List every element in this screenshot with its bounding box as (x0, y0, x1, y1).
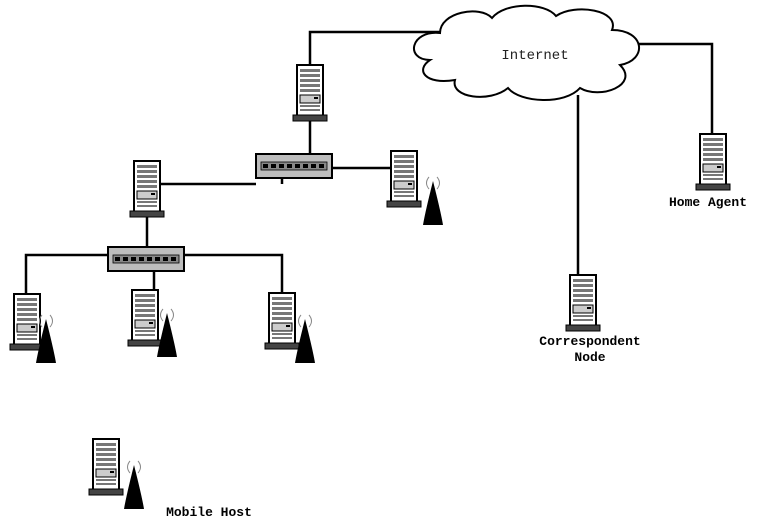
correspondent-node-label-line2: Node (574, 350, 605, 365)
lower-switch-to-ap3-link (185, 253, 284, 294)
home-agent-label: Home Agent (669, 195, 747, 210)
internet-label: Internet (501, 48, 568, 64)
access-point-server-3 (264, 292, 300, 350)
antenna-icon (294, 314, 316, 364)
antenna-icon (422, 176, 444, 226)
mobile-host-label: Mobile Host (166, 505, 252, 519)
correspondent-node-label-line1: Correspondent (539, 334, 640, 349)
access-point-server-1 (9, 293, 45, 351)
right-access-point-server (386, 150, 422, 208)
antenna-icon (156, 308, 178, 358)
switch-to-right-ap-link (333, 166, 394, 176)
mobile-host-server (88, 438, 124, 496)
lower-switch-to-ap1-link (24, 253, 108, 294)
internet-to-home-agent-link (630, 42, 714, 135)
home-agent-server (695, 133, 731, 191)
gateway-router-server (292, 64, 328, 122)
correspondent-node-server (565, 274, 601, 332)
internet-cloud: Internet (413, 4, 640, 101)
lower-switch (107, 246, 185, 272)
upper-switch (255, 153, 333, 179)
left-router-server (129, 160, 165, 218)
servers-layer (9, 64, 731, 496)
antenna-icon (123, 460, 145, 510)
access-point-server-2 (127, 289, 163, 347)
gateway-to-internet-link (308, 30, 440, 65)
